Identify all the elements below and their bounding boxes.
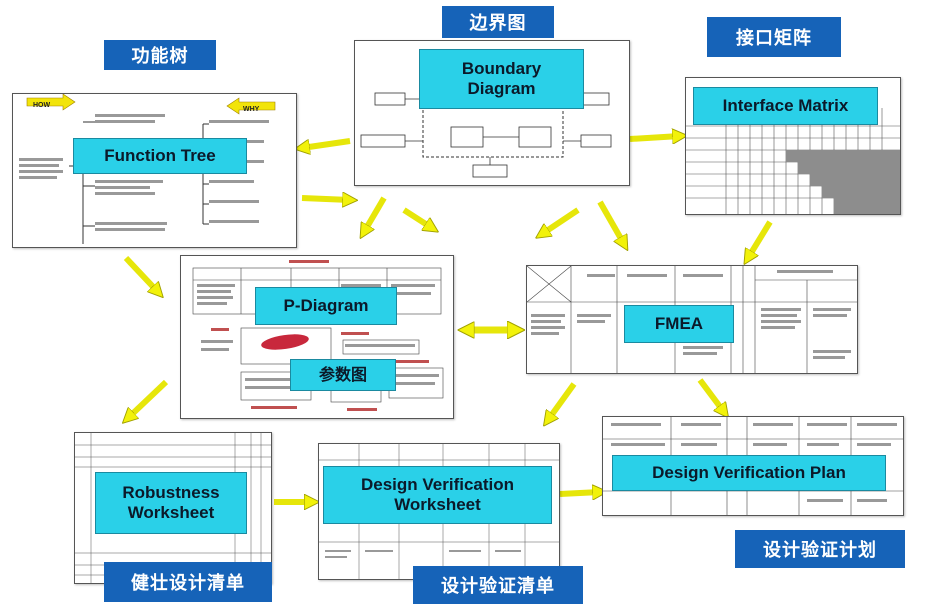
robustness-line1: Robustness: [122, 482, 220, 502]
boundary-diagram-tool: Boundary Diagram: [419, 49, 584, 109]
why-label: WHY: [243, 106, 260, 113]
dv-plan-tool: Design Verification Plan: [612, 455, 886, 491]
interface-matrix-tool: Interface Matrix: [693, 87, 878, 125]
arrow-boundary-to-function-tree: [302, 138, 351, 148]
fmea-document: [526, 265, 858, 374]
arrow-boundary-to-interface-matrix: [629, 136, 680, 139]
fmea-sketch: [527, 266, 857, 373]
arrow-boundary-to-fmea-1: [542, 207, 580, 234]
label-bianjietu: 边界图: [442, 6, 554, 38]
arrow-fmea-to-dvw: [548, 382, 577, 420]
arrow-boundary-to-fmea-2: [597, 200, 624, 244]
label-jianzhuang-sheji-qingdan: 健壮设计清单: [104, 562, 272, 602]
canshutu-tool-label: 参数图: [290, 359, 396, 391]
fmea-tool: FMEA: [624, 305, 734, 343]
how-label: HOW: [33, 102, 51, 109]
arrow-fmea-to-dvp: [697, 378, 724, 412]
label-sheji-yanzheng-qingdan: 设计验证清单: [413, 566, 583, 604]
robustness-worksheet-tool: Robustness Worksheet: [95, 472, 247, 534]
label-jiekoujuzhen: 接口矩阵: [707, 17, 841, 57]
dvp-sketch: [603, 417, 903, 515]
arrow-boundary-to-pdiagram-1: [364, 196, 387, 232]
arrow-interface-to-fmea: [748, 220, 773, 258]
dvw-line2: Worksheet: [394, 495, 481, 514]
matrix-sketch: [686, 108, 900, 214]
arrow-function-tree-to-pdiagram-right: [301, 198, 350, 200]
dvw-line1: Design Verification: [360, 474, 515, 494]
arrow-function-tree-to-pdiagram: [123, 255, 158, 292]
p-diagram-sketch: [192, 260, 444, 411]
label-gongnengshu: 功能树: [104, 40, 216, 70]
p-diagram-document: [180, 255, 454, 419]
arrow-boundary-to-pdiagram-2: [402, 207, 432, 228]
label-sheji-yanzheng-jihua: 设计验证计划: [735, 530, 905, 568]
arrow-dvw-to-dvp: [559, 492, 600, 494]
boundary-line2: Diagram: [467, 79, 536, 98]
function-tree-tool: Function Tree: [73, 138, 247, 174]
arrow-pdiagram-to-robustness: [128, 379, 169, 418]
p-diagram-tool: P-Diagram: [255, 287, 397, 325]
boundary-line1: Boundary: [461, 58, 542, 78]
robustness-line2: Worksheet: [127, 503, 215, 522]
dv-worksheet-tool: Design Verification Worksheet: [323, 466, 552, 524]
